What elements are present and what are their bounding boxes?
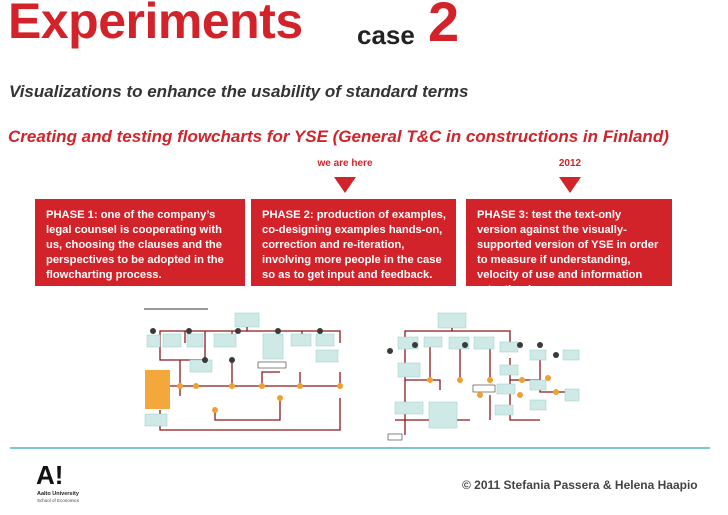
flowchart-2-end-box (387, 433, 403, 441)
flowchart-2-note-box (472, 384, 496, 393)
page-title: Experiments (8, 0, 303, 49)
flowchart-thumbnails (144, 308, 580, 441)
section-title: Creating and testing flowcharts for YSE … (8, 127, 669, 146)
flowchart-1-note-box (257, 361, 287, 369)
marker-we-are-here: we are here (300, 158, 390, 193)
phase-1-box: PHASE 1: one of the company’s legal coun… (35, 199, 245, 286)
logo-school: School of Economics (37, 498, 80, 503)
flowchart-2 (387, 312, 580, 441)
page-subtitle: Visualizations to enhance the usability … (9, 82, 469, 101)
down-arrow-icon (559, 177, 581, 193)
phase-2-box: PHASE 2: production of examples, co-desi… (251, 199, 456, 286)
down-arrow-icon (334, 177, 356, 193)
copyright-text: © 2011 Stefania Passera & Helena Haapio (462, 478, 698, 492)
aalto-logo: A! Aalto University School of Economics (36, 462, 96, 510)
flowchart-1 (144, 308, 343, 431)
case-label: case (357, 20, 415, 50)
flowchart-2-boxes (394, 336, 580, 429)
case-number: 2 (428, 0, 460, 53)
marker-2012: 2012 (540, 158, 600, 193)
marker-label: 2012 (558, 158, 582, 169)
flowchart-1-highlight-box (145, 370, 170, 409)
flowchart-1-connectors (154, 327, 341, 431)
flowchart-1-start-box (234, 312, 260, 328)
footer-divider (10, 447, 710, 449)
logo-mark: A! (36, 460, 64, 490)
marker-label: we are here (317, 158, 373, 169)
flowchart-2-start-box (437, 312, 467, 329)
phase-3-box: PHASE 3: test the text-only version agai… (466, 199, 672, 296)
flowchart-2-connectors (395, 328, 565, 435)
logo-university: Aalto University (37, 491, 79, 497)
flowchart-1-boxes (144, 333, 339, 427)
flowchart-1-nodes (150, 328, 343, 413)
flowchart-2-nodes (387, 342, 559, 398)
